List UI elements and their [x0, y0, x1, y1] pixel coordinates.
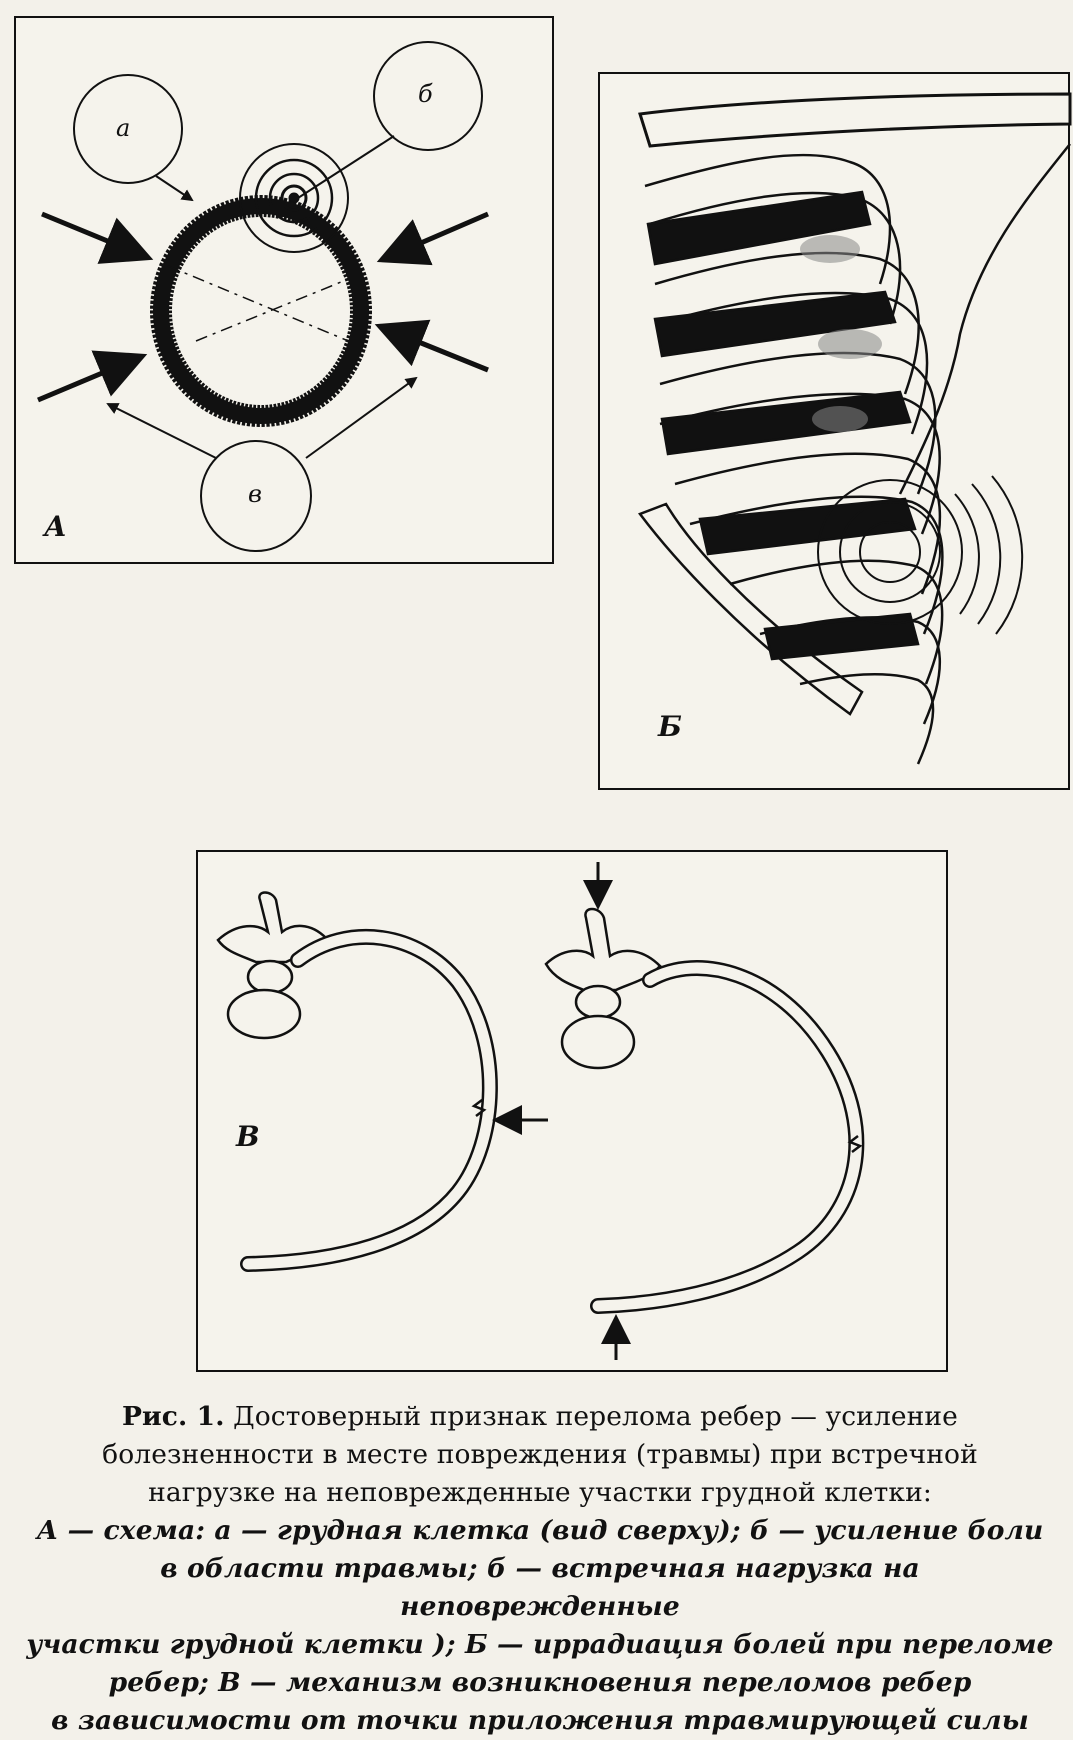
vertebra-left [216, 891, 328, 1040]
panel-b-ribcage: Б [598, 72, 1072, 790]
rib-right [590, 960, 865, 1314]
sternum [638, 502, 864, 716]
fracture-left [471, 1099, 487, 1117]
panel-a-scheme: а б в А [14, 16, 554, 564]
callout-v-label: в [248, 480, 262, 508]
caption-line-5: в области травмы; б — встречная нагрузка… [160, 1553, 920, 1622]
caption-line-7: ребер; В — механизм возникновения перело… [108, 1667, 972, 1698]
panel-c-label: В [236, 1120, 260, 1153]
panel-c-mechanism: В [196, 850, 948, 1372]
callout-a-label: а [116, 114, 131, 142]
callout-v-circle [200, 440, 312, 552]
panel-b-label: Б [658, 710, 682, 743]
callout-b-label: б [418, 80, 433, 108]
chest-scheme-drawing [37, 41, 489, 552]
fracture-right [847, 1135, 863, 1153]
ribcage-drawing [638, 92, 1072, 765]
figure-caption: Рис. 1. Достоверный признак перелома реб… [20, 1398, 1060, 1740]
force-arrow-left-bottom [37, 350, 148, 403]
caption-line-1: Рис. 1. Достоверный признак перелома реб… [122, 1401, 958, 1432]
force-arrow-right-bottom [374, 319, 489, 373]
pain-radiation-rings [817, 475, 1024, 635]
callout-b-circle [373, 41, 483, 151]
force-arrow-right-top [376, 211, 489, 266]
caption-line-4: А — схема: а — грудная клетка (вид сверх… [36, 1515, 1044, 1546]
caption-line-3: нагрузке на неповрежденные участки грудн… [148, 1477, 932, 1508]
vertebra-right [544, 907, 662, 1070]
clavicle [638, 92, 1072, 148]
callout-a-circle [73, 74, 183, 184]
force-arrow-left-top [41, 211, 154, 264]
caption-line-2: болезненности в месте повреждения (травм… [102, 1439, 978, 1470]
pain-circles [239, 143, 349, 253]
ribs [644, 153, 944, 765]
caption-line-6: участки грудной клетки ); Б — иррадиация… [26, 1629, 1054, 1660]
rib-mechanism-drawing [216, 862, 865, 1360]
panel-a-label: А [44, 510, 67, 543]
caption-line-8: в зависимости от точки приложения травми… [51, 1705, 1029, 1736]
figure-number: Рис. 1. [122, 1401, 225, 1432]
